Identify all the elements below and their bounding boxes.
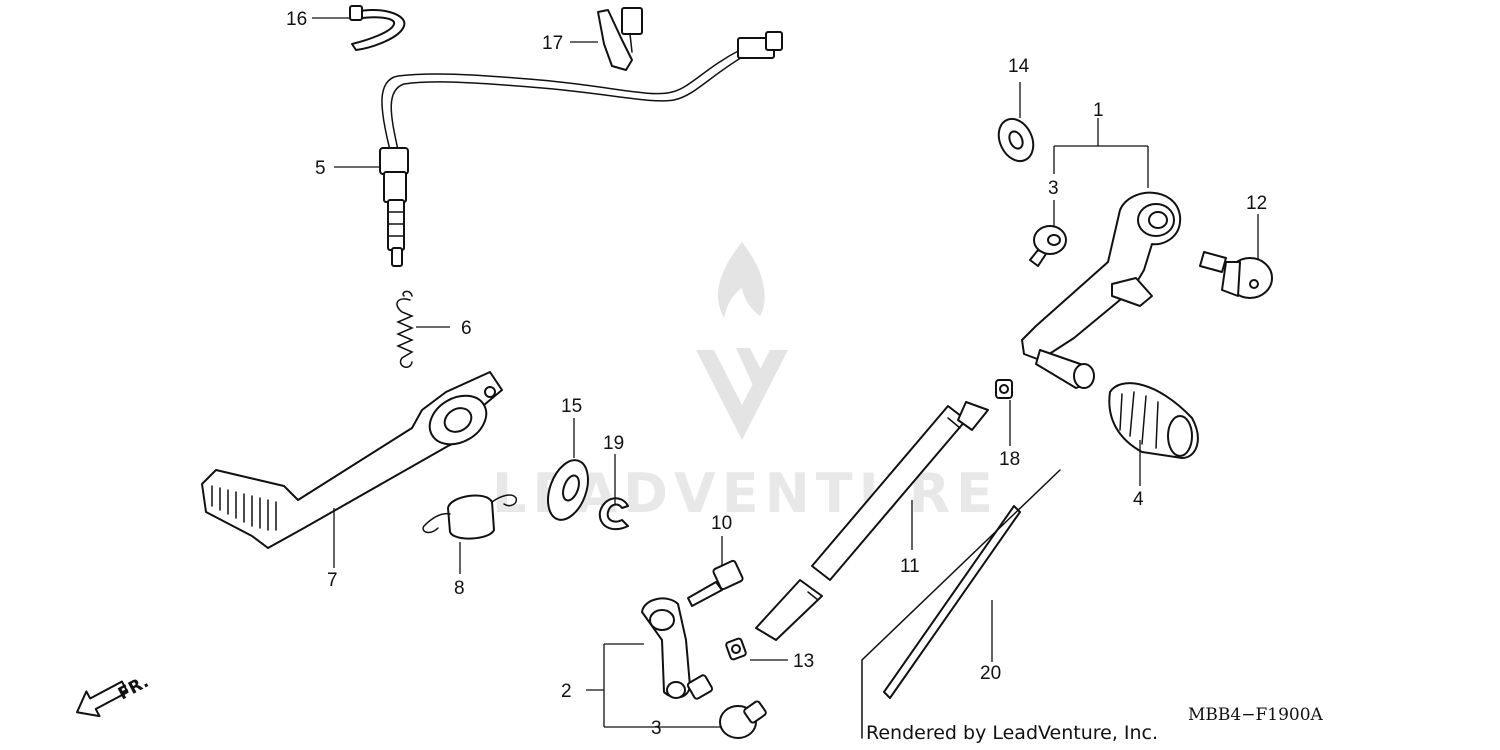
front-arrow-icon <box>76 680 129 718</box>
part-2-shift-arm[interactable] <box>641 597 714 700</box>
callout-8: 8 <box>454 578 465 599</box>
part-13-nut[interactable] <box>725 637 747 661</box>
part-3-ball-joint-upper[interactable] <box>1029 225 1067 267</box>
part-7-brake-pedal[interactable] <box>201 371 503 549</box>
callout-18: 18 <box>999 449 1020 470</box>
part-8-return-spring[interactable] <box>422 494 518 540</box>
part-16-clamp[interactable] <box>349 5 406 51</box>
watermark-logo-icon <box>696 242 788 440</box>
part-20-stud[interactable] <box>883 505 1021 699</box>
part-6-spring[interactable] <box>396 290 414 368</box>
callout-7: 7 <box>327 570 338 591</box>
callout-3-upper: 3 <box>1048 178 1059 199</box>
part-12-bolt[interactable] <box>1199 251 1273 299</box>
diagram-code: MBB4−F1900A <box>1188 705 1324 725</box>
part-1-gearshift-pedal[interactable] <box>1021 191 1182 389</box>
front-indicator-label: FR. <box>115 672 152 704</box>
callout-16: 16 <box>286 9 307 30</box>
part-3-ball-joint-lower[interactable] <box>719 700 767 739</box>
callout-2: 2 <box>561 681 572 702</box>
part-18-nut[interactable] <box>995 379 1013 399</box>
part-11-shift-rod[interactable] <box>755 401 989 641</box>
part-15-washer[interactable] <box>540 455 595 526</box>
callout-10: 10 <box>711 513 732 534</box>
callout-20: 20 <box>980 663 1001 684</box>
callout-13: 13 <box>793 651 814 672</box>
part-17-clip[interactable] <box>597 7 643 71</box>
part-10-bolt[interactable] <box>687 559 744 607</box>
callout-1: 1 <box>1093 100 1104 121</box>
credit-text: Rendered by LeadVenture, Inc. <box>866 722 1158 744</box>
part-4-peg-rubber[interactable] <box>1108 382 1199 459</box>
separator-line <box>861 469 1061 739</box>
leader-lines <box>312 17 1259 728</box>
callout-14: 14 <box>1008 56 1030 77</box>
callout-15: 15 <box>561 396 582 417</box>
part-5-switch-harness[interactable] <box>379 31 783 267</box>
callout-4: 4 <box>1133 489 1144 510</box>
callout-12: 12 <box>1246 193 1267 214</box>
part-14-washer[interactable] <box>992 113 1040 166</box>
callout-19: 19 <box>603 433 624 454</box>
callout-6: 6 <box>461 318 472 339</box>
callout-17: 17 <box>542 33 563 54</box>
callout-11: 11 <box>900 556 920 577</box>
part-19-circlip[interactable] <box>598 497 629 531</box>
callout-5: 5 <box>315 158 326 179</box>
callout-3-lower: 3 <box>651 718 662 739</box>
